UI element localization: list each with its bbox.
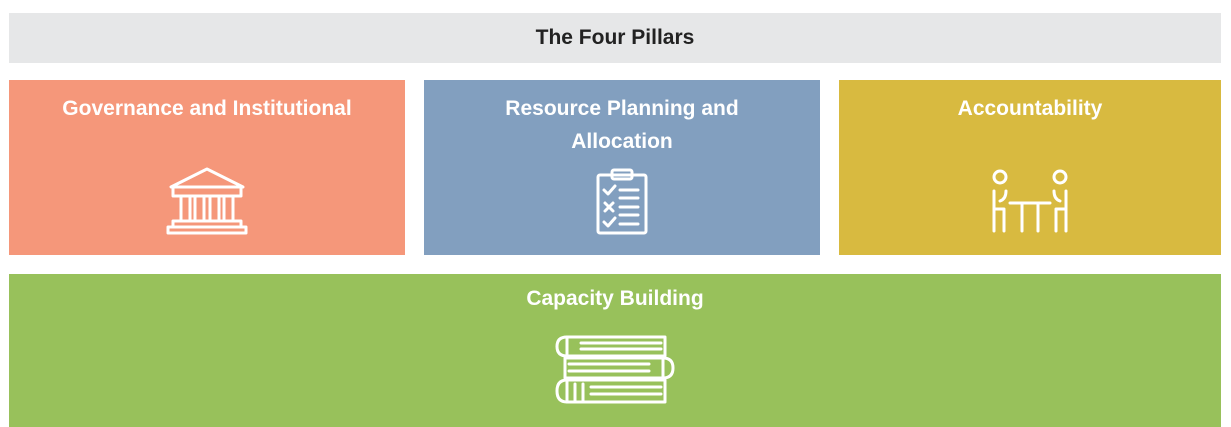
government-building-icon xyxy=(165,166,249,236)
pillar-accountability-label: Accountability xyxy=(957,97,1103,120)
pillar-resource-planning: Resource Planning and Allocation xyxy=(424,80,820,255)
books-stack-icon xyxy=(553,332,677,406)
pillar-capacity-building: Capacity Building xyxy=(9,274,1221,427)
pillar-governance: Governance and Institutional xyxy=(9,80,405,255)
pillar-resource-planning-label: Resource Planning and Allocation xyxy=(505,97,739,153)
pillar-governance-label: Governance and Institutional xyxy=(62,97,352,120)
diagram-title: The Four Pillars xyxy=(535,26,695,49)
clipboard-checklist-icon xyxy=(595,168,649,236)
pillar-accountability: Accountability xyxy=(839,80,1221,255)
meeting-people-table-icon xyxy=(988,167,1072,235)
pillar-capacity-building-label: Capacity Building xyxy=(526,287,704,310)
title-banner: The Four Pillars xyxy=(9,13,1221,63)
